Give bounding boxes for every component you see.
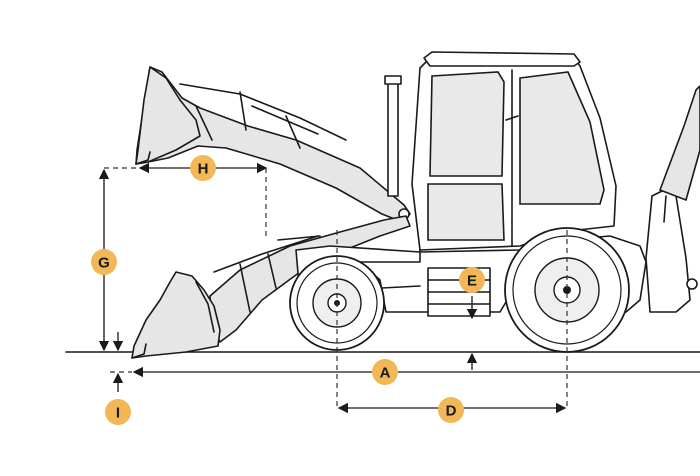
badge-e: E (459, 267, 485, 293)
rear-wheel (504, 227, 630, 353)
badge-g: G (91, 249, 117, 275)
svg-text:A: A (380, 365, 391, 382)
operator-cab (411, 51, 617, 251)
badge-h: H (190, 155, 216, 181)
lowered-bucket (131, 271, 221, 359)
badge-a: A (372, 359, 398, 385)
lowered-loader-arm (209, 215, 411, 343)
badge-d: D (438, 397, 464, 423)
exhaust-stack (384, 75, 402, 197)
raised-bucket (135, 66, 201, 165)
dimension-i (110, 332, 132, 392)
svg-text:D: D (446, 403, 457, 420)
backhoe-boom (645, 85, 700, 313)
svg-text:H: H (198, 161, 209, 178)
badge-i: I (105, 399, 131, 425)
svg-text:E: E (467, 273, 477, 290)
svg-text:G: G (98, 255, 110, 272)
svg-text:I: I (116, 405, 120, 422)
